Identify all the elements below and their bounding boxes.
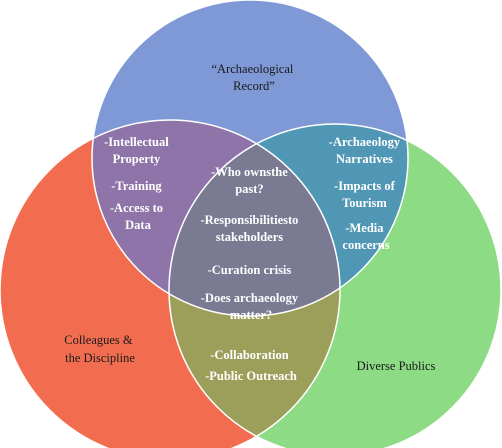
region-line: -Public Outreach: [205, 369, 297, 383]
region-top-right-text: -Archaeology Narratives -Impacts of Tour…: [329, 135, 403, 252]
region-line: -Intellectual: [104, 135, 169, 149]
label-line: Diverse Publics: [357, 359, 436, 373]
label-diverse-publics: Diverse Publics: [357, 359, 436, 373]
label-line: Colleagues &: [64, 333, 133, 347]
region-line: Tourism: [342, 196, 387, 210]
label-line: “Archaeological: [211, 62, 293, 76]
region-line: -Collaboration: [210, 348, 289, 362]
region-line: -Responsibilitiesto: [200, 213, 298, 227]
label-colleagues-discipline: Colleagues & the Discipline: [64, 333, 136, 365]
region-line: -Archaeology: [329, 135, 401, 149]
region-line: -Does archaeology: [201, 291, 299, 305]
region-top-left-text: -Intellectual Property -Training -Access…: [104, 135, 172, 232]
region-line: -Access to: [110, 201, 163, 215]
overlap-center: [169, 124, 340, 316]
label-line: the Discipline: [65, 351, 135, 365]
outline-right: [168, 123, 502, 448]
region-line: -Who ownsthe: [211, 165, 288, 179]
label-line: Record”: [233, 79, 275, 93]
region-line: -Curation crisis: [208, 263, 292, 277]
region-line: Property: [113, 152, 161, 166]
region-line: -Impacts of: [334, 179, 396, 193]
region-line: matter?: [230, 308, 272, 322]
region-line: stakeholders: [216, 230, 284, 244]
region-line: past?: [235, 182, 263, 196]
region-line: -Media: [345, 221, 384, 235]
region-line: Data: [125, 218, 151, 232]
outline-top: [91, 0, 409, 317]
region-line: -Training: [111, 179, 162, 193]
outline-left: [0, 119, 341, 448]
region-center-text: -Who ownsthe past? -Responsibilitiesto s…: [200, 165, 301, 322]
label-archaeological-record: “Archaeological Record”: [211, 62, 296, 93]
region-line: Narratives: [336, 152, 393, 166]
region-line: concerns: [342, 238, 389, 252]
region-left-right-text: -Collaboration -Public Outreach: [205, 348, 297, 383]
